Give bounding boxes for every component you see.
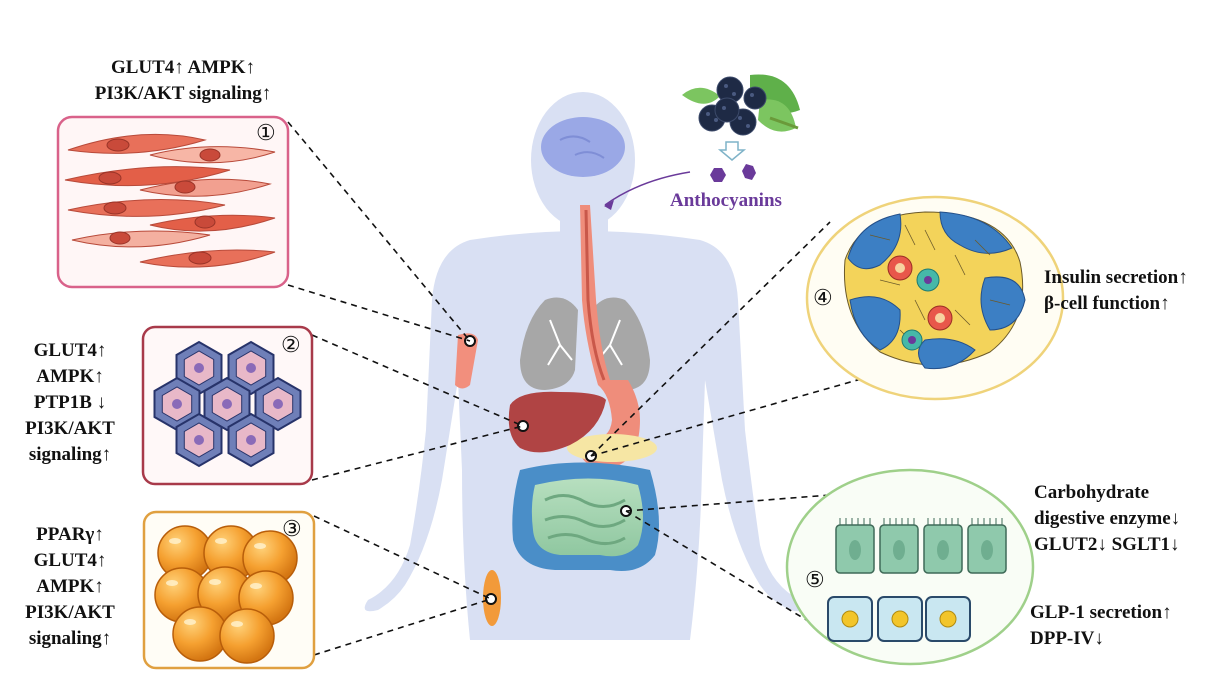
hepatocyte-grid bbox=[153, 340, 302, 468]
panel-number-5: ⑤ bbox=[805, 567, 825, 592]
brain bbox=[541, 117, 625, 177]
anthocyanin-molecule-icon bbox=[710, 168, 726, 182]
panel-muscle bbox=[56, 115, 290, 289]
intestine-carbohydrate-label: Carbohydrate digestive enzyme↓ GLUT2↓ SG… bbox=[1034, 482, 1181, 555]
enterocyte-row bbox=[835, 518, 1007, 574]
panel-number-1: ① bbox=[256, 120, 276, 145]
anthocyanin-molecule-icon bbox=[742, 164, 756, 180]
intestine-incretin-label: GLP-1 secretion↑ DPP-IV↓ bbox=[1030, 602, 1172, 649]
panel-liver bbox=[141, 325, 314, 486]
arm-muscle bbox=[455, 333, 478, 389]
adipose-effects-label: PPARγ↑ GLUT4↑ AMPK↑ PI3K/AKT signaling↑ bbox=[25, 524, 115, 649]
liver-effects-label: GLUT4↑ AMPK↑ PTP1B ↓ PI3K/AKT signaling↑ bbox=[25, 340, 115, 465]
muscle-effects-label: GLUT4↑ AMPK↑ PI3K/AKT signaling↑ bbox=[94, 57, 272, 104]
connector-lines bbox=[287, 121, 869, 656]
panel-number-2: ② bbox=[281, 332, 301, 357]
blackberry-illustration bbox=[682, 74, 800, 136]
adipocyte bbox=[219, 608, 275, 664]
intestines bbox=[512, 462, 659, 571]
islet-cells bbox=[887, 255, 953, 351]
adipocyte bbox=[172, 606, 228, 662]
panel-adipose bbox=[142, 510, 316, 670]
adipocyte-cluster bbox=[154, 525, 298, 664]
l-cell-row bbox=[827, 596, 971, 642]
down-arrow-icon bbox=[717, 141, 747, 161]
digestive-tract bbox=[578, 205, 640, 469]
lungs bbox=[520, 297, 650, 390]
panel-intestine bbox=[785, 468, 1035, 666]
liver bbox=[508, 391, 606, 453]
pancreas-effects-label: Insulin secretion↑ β-cell function↑ bbox=[1044, 267, 1188, 314]
panel-pancreas bbox=[805, 195, 1065, 401]
panel-number-4: ④ bbox=[813, 285, 833, 310]
delivery-arrow bbox=[604, 171, 691, 206]
panel-number-3: ③ bbox=[282, 516, 302, 541]
anthocyanins-label: Anthocyanins bbox=[670, 190, 782, 211]
